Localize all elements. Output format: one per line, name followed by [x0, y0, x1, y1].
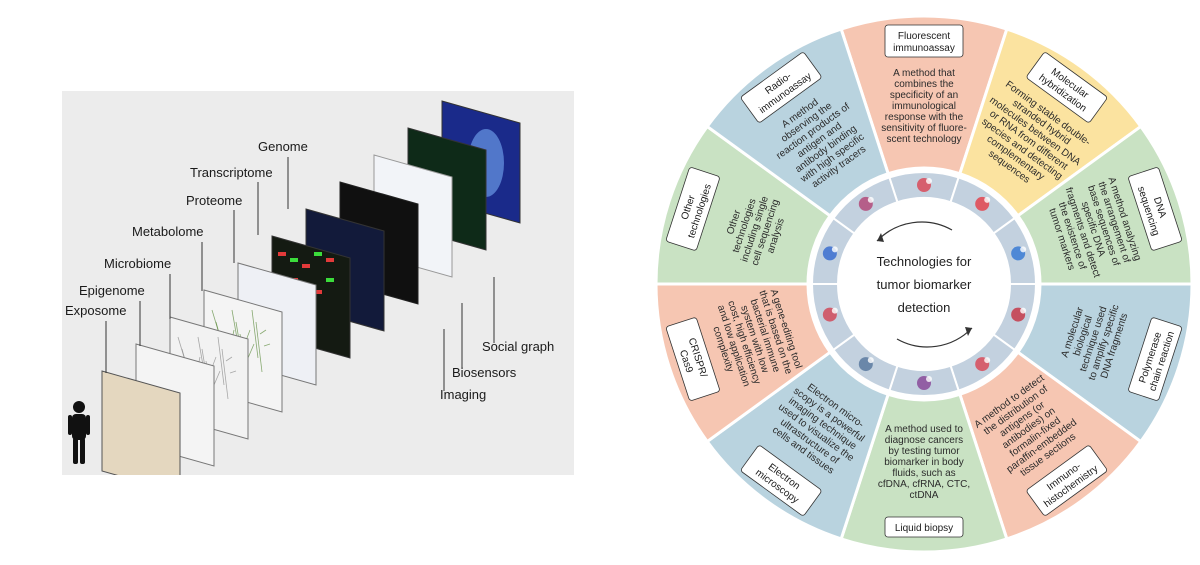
technology-title-box [1026, 52, 1107, 123]
technology-description: sensitivity of fluore- [881, 123, 967, 134]
technology-title-box [1128, 317, 1182, 401]
technology-description: specificity of an [890, 90, 958, 101]
technology-title-box [884, 516, 964, 538]
technology-title-box [1026, 445, 1107, 516]
human-silhouette-icon [68, 401, 90, 464]
layer-label: Imaging [440, 387, 486, 402]
cycle-arrow-top [876, 221, 953, 242]
technology-description: cfDNA, cfRNA, CTC, [878, 479, 970, 490]
layer-label: Microbiome [104, 256, 171, 271]
technology-title-box [741, 445, 822, 516]
layer-label: Genome [258, 139, 308, 154]
layer-label: Metabolome [132, 224, 204, 239]
technology-description: by testing tumor [888, 446, 960, 457]
technology-title-box [666, 167, 720, 251]
technology-description: response with the [885, 112, 964, 123]
technology-title-box [741, 52, 822, 123]
technology-description: biomarker in body [884, 457, 963, 468]
technology-segment [705, 27, 891, 218]
technology-description: A method used to [885, 424, 963, 435]
technology-title-box [1128, 167, 1182, 251]
layer-label: Transcriptome [190, 165, 273, 180]
layer-label: Biosensors [452, 365, 517, 380]
multiomics-layers-illustration: Exposome Epigenome Microbiome Metabolome Pro… [65, 100, 554, 475]
layer-label: Exposome [65, 303, 126, 318]
multiomics-layer-figure: Exposome Epigenome Microbiome Metabolome Pro… [62, 91, 574, 475]
technology-description: immunological [892, 101, 956, 112]
layer-label: Proteome [186, 193, 242, 208]
technology-title: immunoassay [893, 43, 955, 54]
technology-title: Fluorescent [898, 31, 950, 42]
technology-description: A method that [893, 68, 955, 79]
technology-title-box [884, 24, 964, 58]
layer-label: Social graph [482, 339, 554, 354]
technology-title-box [666, 317, 720, 401]
layer-label: Epigenome [79, 283, 145, 298]
technology-description: diagnose cancers [885, 435, 963, 446]
center-title-line-3: detection [898, 300, 951, 315]
cycle-arrow-bottom [896, 327, 973, 348]
center-title-line-1: Technologies for [877, 254, 972, 269]
technology-title: Liquid biopsy [895, 523, 953, 534]
omics-panel [101, 370, 181, 475]
technology-description: fluids, such as [892, 468, 955, 479]
technology-description: scent technology [886, 134, 961, 145]
technology-description: ctDNA [910, 490, 939, 501]
center-title-line-2: tumor biomarker [877, 277, 972, 292]
technology-description: combines the [894, 79, 954, 90]
